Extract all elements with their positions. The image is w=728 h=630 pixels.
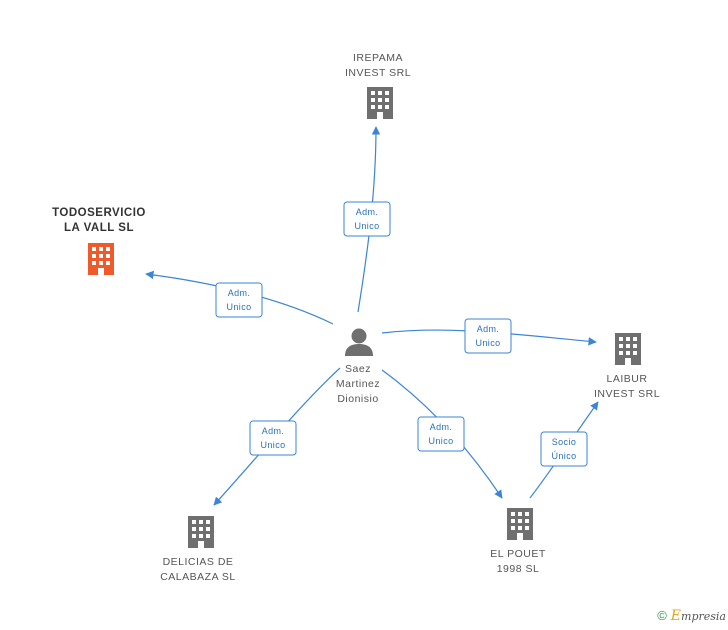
edge-label-line: Adm. — [356, 207, 379, 217]
edge-label-laibur: Adm. Unico — [464, 318, 512, 354]
edge-label-line: Unico — [475, 338, 500, 348]
building-icon — [188, 516, 214, 548]
company-name-line: EL POUET — [490, 548, 546, 560]
edge-label-line: Adm. — [430, 422, 453, 432]
edge-label-irepama: Adm. Unico — [343, 201, 391, 237]
edge-label-todoservicio: Adm. Unico — [215, 282, 263, 318]
company-node-delicias[interactable]: DELICIAS DE CALABAZA SL — [160, 516, 236, 583]
edge-label-line: Socio — [552, 437, 577, 447]
company-name-line: CALABAZA SL — [160, 571, 236, 583]
edge-label-line: Unico — [354, 221, 379, 231]
edge-label-elpouet-laibur: Socio Único — [540, 431, 588, 467]
company-name-line: INVEST SRL — [594, 388, 660, 400]
building-icon — [507, 508, 533, 540]
brand-name: mpresia — [681, 610, 726, 623]
building-icon — [367, 87, 393, 119]
person-name-line: Martinez — [336, 378, 380, 390]
edge-label-line: Adm. — [228, 288, 251, 298]
edge-label-line: Unico — [428, 436, 453, 446]
edge-label-line: Adm. — [262, 426, 285, 436]
company-node-elpouet[interactable]: EL POUET 1998 SL — [490, 508, 546, 575]
edge-label-line: Único — [551, 451, 576, 461]
company-node-todoservicio[interactable]: TODOSERVICIO LA VALL SL — [52, 207, 146, 275]
company-node-irepama[interactable]: IREPAMA INVEST SRL — [345, 52, 411, 119]
person-name-line: Dionisio — [337, 393, 378, 405]
brand-initial: E — [670, 608, 682, 624]
company-name-line: TODOSERVICIO — [52, 207, 146, 219]
building-icon — [88, 243, 114, 275]
edge-label-line: Adm. — [477, 324, 500, 334]
person-name-line: Saez — [345, 363, 371, 375]
edge-label-line: Unico — [226, 302, 251, 312]
edge-label-elpouet: Adm. Unico — [417, 416, 465, 452]
copyright-icon: © — [657, 608, 667, 623]
person-node[interactable]: Saez Martinez Dionisio — [336, 328, 380, 406]
company-name-line: INVEST SRL — [345, 67, 411, 79]
company-node-laibur[interactable]: LAIBUR INVEST SRL — [594, 333, 660, 400]
footer-brand: ©Empresia — [657, 608, 726, 624]
company-name-line: DELICIAS DE — [163, 556, 234, 568]
company-name-line: 1998 SL — [497, 563, 540, 575]
company-name-line: LA VALL SL — [64, 222, 134, 234]
company-name-line: LAIBUR — [607, 373, 648, 385]
building-icon — [615, 333, 641, 365]
edge-label-line: Unico — [260, 440, 285, 450]
edge-label-delicias: Adm. Unico — [249, 420, 297, 456]
person-icon — [345, 328, 373, 356]
company-name-line: IREPAMA — [353, 52, 403, 64]
